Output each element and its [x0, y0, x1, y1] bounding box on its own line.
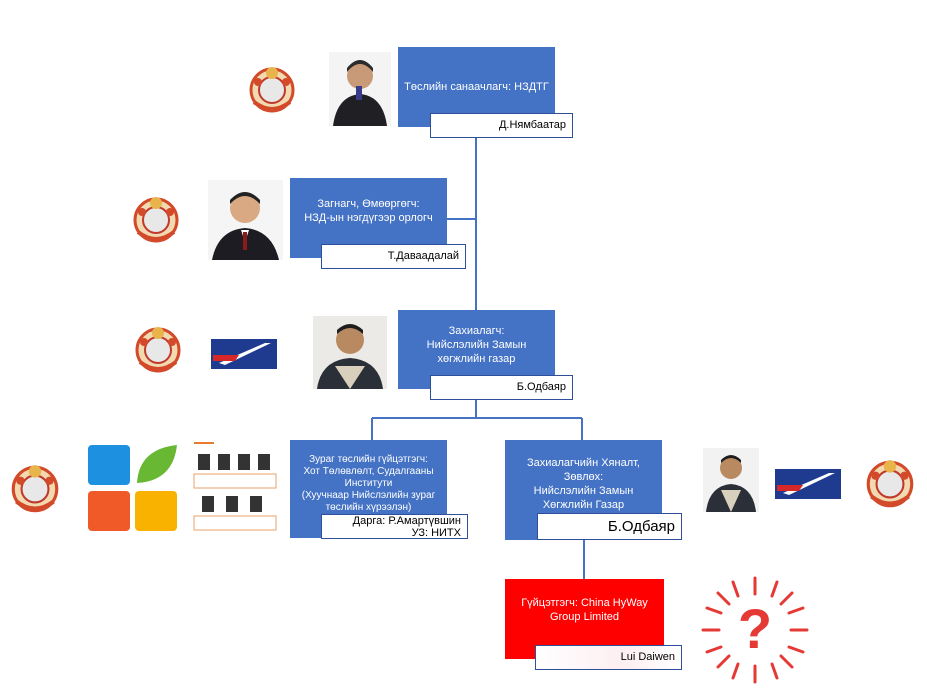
- person-photo: [313, 316, 387, 389]
- orderer-box: Захиалагч: Нийслэлийн Замын хөгжлийн газ…: [398, 310, 555, 389]
- executor-role-line2: Group Limited: [549, 611, 620, 623]
- state-emblem-icon: [133, 197, 179, 243]
- supervision-role-line3: Нийслэлийн Замын: [533, 485, 634, 497]
- orderer-name: Б.Одбаяр: [516, 381, 566, 393]
- design-role-line5: төслийн хүрээлэн): [325, 502, 412, 513]
- state-emblem-icon: [866, 460, 914, 508]
- executor-name-tag: Lui Daiwen: [535, 645, 682, 670]
- deputy-name: Т.Даваадалай: [387, 250, 459, 262]
- executor-name: Lui Daiwen: [620, 651, 675, 663]
- orderer-name-tag: Б.Одбаяр: [430, 375, 573, 400]
- road-agency-logo: [209, 335, 279, 373]
- design-name-tag: Дарга: Р.Амартүвшин УЗ: НИТХ: [321, 514, 468, 539]
- supervision-role-line4: Хөгжлийн Газар: [542, 499, 625, 511]
- deputy-role-line2: НЗД-ын нэгдүгээр орлогч: [304, 212, 433, 224]
- state-emblem-icon: [135, 327, 181, 373]
- supervision-role-line1: Захиалагчийн Хяналт,: [526, 457, 640, 469]
- supervision-name: Б.Одбаяр: [607, 518, 675, 535]
- planning-institute-logo: [88, 445, 177, 531]
- supervision-role-line2: Зөвлөх:: [563, 471, 604, 483]
- person-photo: [703, 448, 759, 512]
- supervision-name-tag: Б.Одбаяр: [537, 513, 682, 540]
- initiator-name: Д.Нямбаатар: [498, 119, 566, 131]
- design-role-line2: Хот Төлөвлөлт, Судалгааны: [303, 466, 434, 477]
- design-role-line1: Зураг төслийн гүйцэтгэгч:: [309, 454, 428, 465]
- executor-role-line1: Гүйцэтгэгч: China HyWay: [521, 597, 648, 609]
- road-agency-logo: [773, 465, 843, 503]
- design-name-line1: Дарга: Р.Амартүвшин: [352, 514, 461, 527]
- question-mark: ?: [738, 597, 772, 660]
- initiator-role: Төслийн санаачлагч: НЗДТГ: [404, 81, 549, 93]
- orderer-role-line1: Захиалагч:: [448, 324, 505, 337]
- initiator-name-tag: Д.Нямбаатар: [430, 113, 573, 138]
- orderer-role-line3: хөгжлийн газар: [437, 352, 516, 365]
- question-burst-icon: ?: [701, 576, 809, 684]
- design-name-line2: УЗ: НИТХ: [411, 526, 461, 539]
- orderer-role-line2: Нийслэлийн Замын: [426, 338, 527, 351]
- person-photo: [329, 52, 391, 126]
- design-role-line4: (Хуучнаар Нийслэлийн зураг: [301, 490, 436, 501]
- design-role-line3: Институти: [344, 478, 393, 489]
- deputy-role-line1: Загнагч, Өмөөргөгч:: [317, 198, 420, 210]
- state-emblem-icon: [249, 67, 295, 113]
- state-emblem-icon: [11, 465, 59, 513]
- deputy-name-tag: Т.Даваадалай: [321, 244, 466, 269]
- person-photo: [208, 180, 283, 260]
- staff-sheet-thumbnail: [192, 440, 278, 533]
